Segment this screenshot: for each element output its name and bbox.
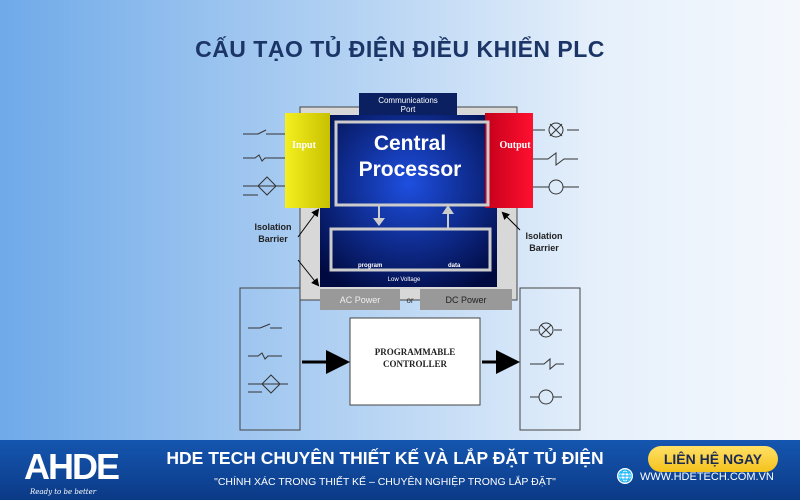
- isolation-label: Barrier: [529, 243, 559, 253]
- cpu-label: Central: [374, 132, 446, 155]
- output-devices-box: [519, 287, 581, 431]
- website-link[interactable]: WWW.HDETECH.COM.VN: [640, 471, 774, 483]
- program-label: program: [358, 263, 382, 269]
- slogan: "CHÍNH XÁC TRONG THIẾT KẾ – CHUYÊN NGHIỆ…: [214, 476, 556, 488]
- plc-label: PROGRAMMABLE: [375, 347, 456, 357]
- logo-tagline: Ready to be better: [30, 488, 97, 496]
- input-devices-box: [239, 287, 301, 431]
- logo-mark: AHDE: [24, 446, 120, 487]
- cpu-label: Processor: [359, 158, 462, 181]
- low-voltage-label: Low Voltage: [388, 277, 421, 283]
- or-label: or: [406, 296, 413, 305]
- programmable-controller: [349, 317, 481, 406]
- plc-label: CONTROLLER: [383, 359, 448, 369]
- input-module: [285, 113, 330, 208]
- arrow-down-icon: [373, 206, 385, 226]
- ac-power-label: AC Power: [340, 295, 381, 305]
- data-label: data: [448, 263, 461, 269]
- output-label: Output: [499, 140, 531, 151]
- page-title: CẤU TẠO TỦ ĐIỆN ĐIỀU KHIỂN PLC: [195, 36, 605, 62]
- input-label: Input: [292, 140, 317, 151]
- dc-power: [420, 289, 512, 310]
- processor-block: [320, 115, 497, 287]
- hde-logo: AHDE Ready to be better: [22, 446, 132, 498]
- ac-power: [320, 289, 400, 310]
- plc-diagram: Communications Port Input Output Central…: [239, 93, 581, 431]
- input-symbols: [243, 129, 285, 196]
- contact-button[interactable]: LIÊN HỆ NGAY: [648, 446, 778, 472]
- headline: HDE TECH CHUYÊN THIẾT KẾ VÀ LẮP ĐẶT TỦ Đ…: [166, 448, 604, 468]
- output-module: [485, 113, 533, 208]
- output-symbols: [533, 122, 579, 195]
- arrow-up-icon: [442, 205, 454, 228]
- memory-box: [329, 227, 492, 272]
- isolation-label: Isolation: [254, 222, 291, 232]
- comm-port-label: Port: [401, 105, 416, 114]
- cpu-box: [334, 120, 490, 207]
- isolation-label: Barrier: [258, 234, 288, 244]
- dc-power-label: DC Power: [445, 295, 486, 305]
- footer-banner: AHDE Ready to be better HDE TECH CHUYÊN …: [0, 440, 800, 500]
- isolation-label: Isolation: [525, 231, 562, 241]
- comm-port: [359, 93, 457, 115]
- comm-port-label: Communications: [378, 96, 438, 105]
- globe-icon: 🌐: [617, 468, 633, 484]
